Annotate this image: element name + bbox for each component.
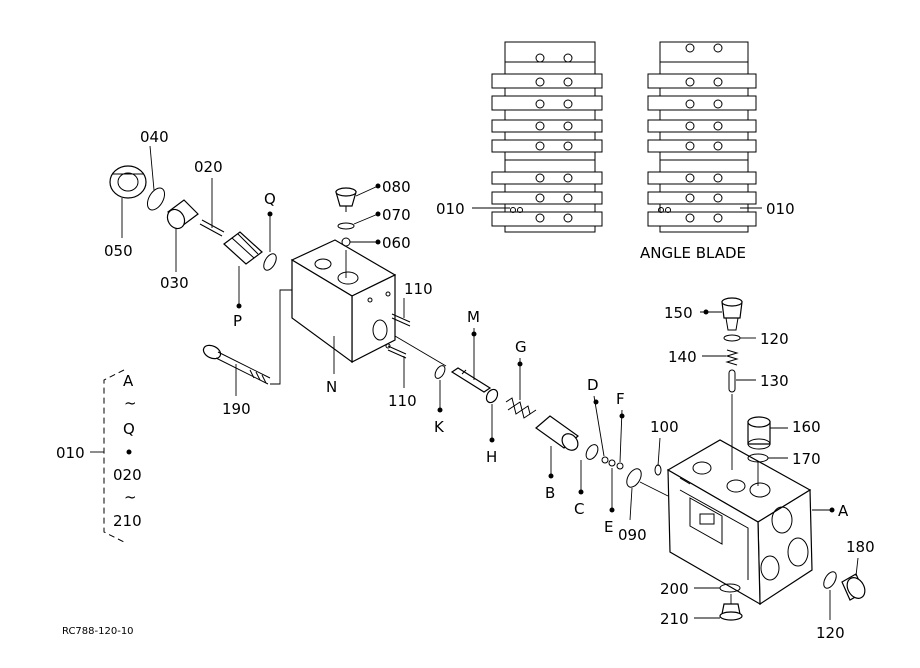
label-050: 050 bbox=[104, 242, 133, 260]
label-190: 190 bbox=[222, 400, 251, 418]
label-130: 130 bbox=[760, 372, 789, 390]
label-q: Q bbox=[264, 190, 276, 208]
part-b-cap bbox=[535, 415, 579, 451]
valve-stack-standard bbox=[491, 41, 603, 233]
part-q-oring bbox=[263, 253, 277, 271]
label-020: 020 bbox=[194, 158, 223, 176]
part-210-plug bbox=[719, 603, 743, 621]
label-g: G bbox=[515, 338, 527, 356]
label-170: 170 bbox=[792, 450, 821, 468]
label-d: D bbox=[587, 376, 599, 394]
label-n: N bbox=[326, 378, 337, 396]
label-140: 140 bbox=[668, 348, 697, 366]
legend-tilde-1: ~ bbox=[124, 394, 137, 412]
part-120-oring-bottom bbox=[823, 571, 837, 589]
legend-line-a: A bbox=[123, 372, 134, 390]
part-m-spool bbox=[450, 367, 492, 393]
part-020-pin bbox=[199, 219, 225, 237]
part-160-plug bbox=[747, 416, 771, 450]
label-e: E bbox=[604, 518, 613, 536]
part-c-oring bbox=[585, 444, 599, 460]
legend-line-210: 210 bbox=[113, 512, 142, 530]
valve-stack-angle-blade bbox=[647, 41, 757, 233]
part-a-valve-housing bbox=[666, 439, 813, 606]
part-050-plug bbox=[109, 165, 147, 199]
label-p: P bbox=[233, 312, 242, 330]
label-h: H bbox=[486, 448, 497, 466]
part-g-spring bbox=[505, 397, 537, 419]
legend-line-020: 020 bbox=[113, 466, 142, 484]
label-m: M bbox=[467, 308, 480, 326]
label-110-bottom: 110 bbox=[388, 392, 417, 410]
label-060: 060 bbox=[382, 234, 411, 252]
part-h-washer bbox=[485, 388, 499, 404]
drawing-code: RC788-120-10 bbox=[62, 626, 134, 637]
part-190-bolt bbox=[202, 344, 271, 385]
label-010-right: 010 bbox=[766, 200, 795, 218]
part-d-e-f-washers bbox=[601, 456, 624, 470]
label-k: K bbox=[434, 418, 445, 436]
part-130-pin bbox=[728, 369, 736, 393]
label-c: C bbox=[574, 500, 584, 518]
angle-blade-caption: ANGLE BLADE bbox=[640, 244, 746, 262]
label-040: 040 bbox=[140, 128, 169, 146]
legend-line-q: Q bbox=[123, 420, 135, 438]
part-120-oring-top bbox=[723, 334, 741, 342]
part-040-oring bbox=[146, 187, 166, 211]
part-n-valve-body bbox=[290, 239, 397, 364]
label-120-top: 120 bbox=[760, 330, 789, 348]
label-200: 200 bbox=[660, 580, 689, 598]
label-150: 150 bbox=[664, 304, 693, 322]
part-k-ring bbox=[434, 365, 446, 379]
part-060-ball bbox=[341, 237, 351, 247]
label-120-bottom: 120 bbox=[816, 624, 845, 642]
legend-bracket bbox=[103, 369, 125, 543]
part-030-sleeve bbox=[166, 199, 199, 230]
label-160: 160 bbox=[792, 418, 821, 436]
part-070-oring bbox=[337, 222, 355, 230]
label-080: 080 bbox=[382, 178, 411, 196]
label-030: 030 bbox=[160, 274, 189, 292]
label-210: 210 bbox=[660, 610, 689, 628]
label-010-side: 010 bbox=[56, 444, 85, 462]
part-140-spring bbox=[725, 349, 739, 366]
label-100: 100 bbox=[650, 418, 679, 436]
part-090-oring bbox=[626, 468, 642, 488]
label-a: A bbox=[838, 502, 849, 520]
label-010-left: 010 bbox=[436, 200, 465, 218]
part-080-plug bbox=[335, 187, 357, 212]
part-p-valve bbox=[223, 231, 263, 265]
part-180-plug bbox=[841, 573, 866, 601]
label-f: F bbox=[616, 390, 625, 408]
part-110-pin-upper bbox=[391, 313, 411, 327]
label-b: B bbox=[545, 484, 555, 502]
part-150-plug bbox=[721, 297, 743, 331]
legend-tilde-2: ~ bbox=[124, 488, 137, 506]
part-100-plug bbox=[654, 464, 662, 476]
label-180: 180 bbox=[846, 538, 875, 556]
part-110-pin-lower bbox=[387, 345, 407, 359]
label-070: 070 bbox=[382, 206, 411, 224]
label-110-top: 110 bbox=[404, 280, 433, 298]
label-090: 090 bbox=[618, 526, 647, 544]
